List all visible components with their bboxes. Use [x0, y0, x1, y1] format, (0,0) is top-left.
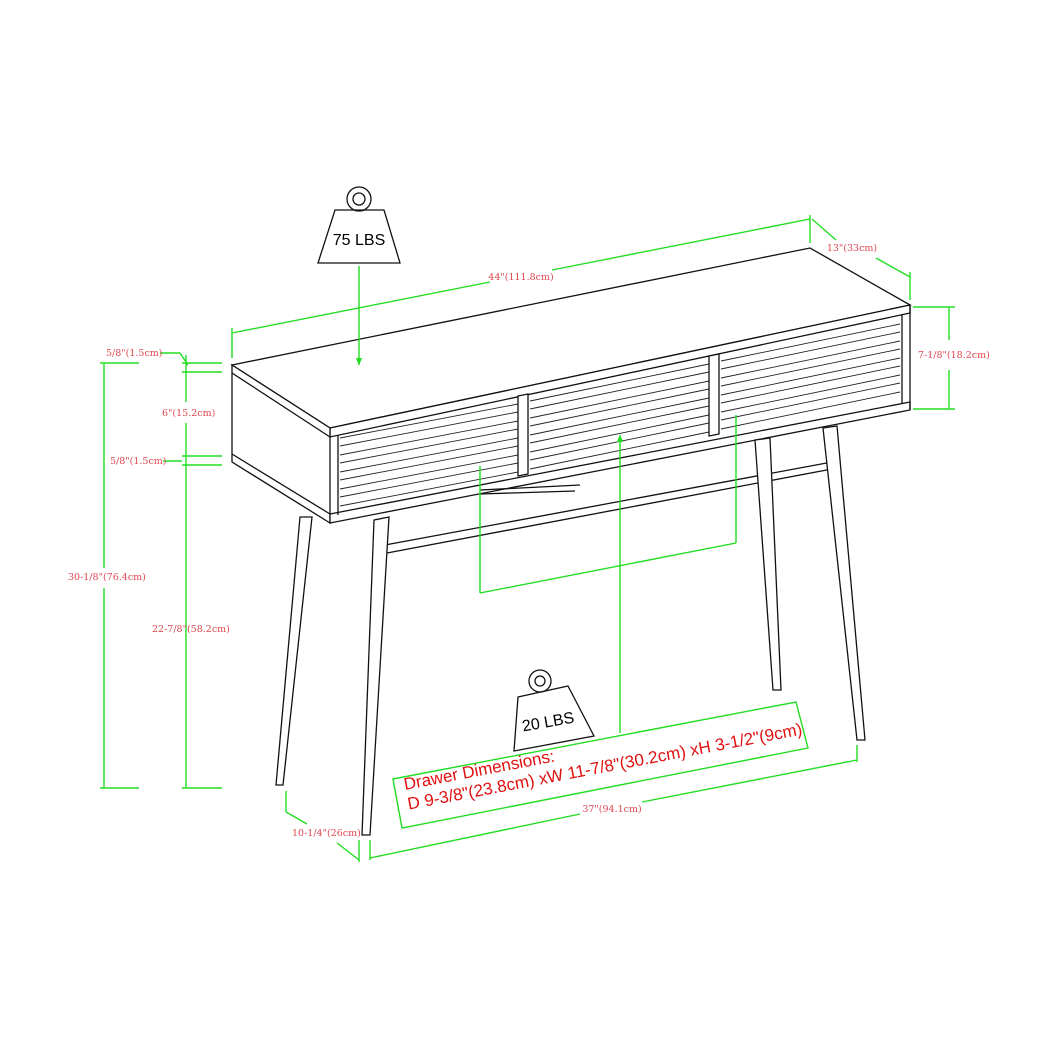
- dim-width-overall: 44"(111.8cm): [231, 215, 811, 358]
- console-table-drawing: [230, 247, 912, 836]
- legs: [275, 425, 866, 836]
- leg-span-width-label: 37"(94.1cm): [582, 804, 641, 815]
- bottom-thickness-label: 5/8"(1.5cm): [110, 456, 167, 467]
- table-top: [230, 247, 912, 429]
- clearance-height-label: 22-7/8"(58.2cm): [152, 624, 230, 635]
- apron-inner-height-label: 6"(15.2cm): [162, 408, 215, 419]
- dim-leg-span-width: 37"(94.1cm): [369, 745, 858, 860]
- leg-front-left: [361, 516, 390, 836]
- leg-back-right: [754, 437, 782, 691]
- dim-depth-overall: 13"(33cm): [811, 218, 911, 300]
- dim-leg-span-depth: 10-1/4"(26cm): [285, 791, 361, 862]
- top-thickness-label: 5/8"(1.5cm): [106, 348, 163, 359]
- drawer-divider-2: [708, 353, 720, 437]
- width-overall-label: 44"(111.8cm): [488, 272, 553, 283]
- leg-back-left: [275, 516, 313, 786]
- leg-span-depth-label: 10-1/4"(26cm): [292, 828, 361, 839]
- dim-left-stack: 5/8"(1.5cm) 6"(15.2cm) 5/8"(1.5cm) 30-1/…: [68, 348, 230, 789]
- height-overall-label: 30-1/8"(76.4cm): [68, 572, 146, 583]
- depth-overall-label: 13"(33cm): [827, 243, 877, 254]
- drawer-weight-icon: 20 LBS: [513, 669, 595, 752]
- drawer-capacity-label: 20 LBS: [521, 710, 576, 736]
- drawer-right-slats: [720, 323, 901, 430]
- drawer-divider-1: [517, 393, 529, 477]
- leg-front-right: [822, 425, 866, 741]
- apron-height-label: 7-1/8"(18.2cm): [918, 350, 990, 361]
- top-capacity-label: 75 LBS: [333, 232, 385, 249]
- top-weight-icon: 75 LBS: [317, 186, 401, 366]
- drawer-left-slats: [339, 403, 519, 507]
- drawer-leaders: [479, 415, 737, 733]
- dim-apron-height: 7-1/8"(18.2cm): [913, 306, 990, 410]
